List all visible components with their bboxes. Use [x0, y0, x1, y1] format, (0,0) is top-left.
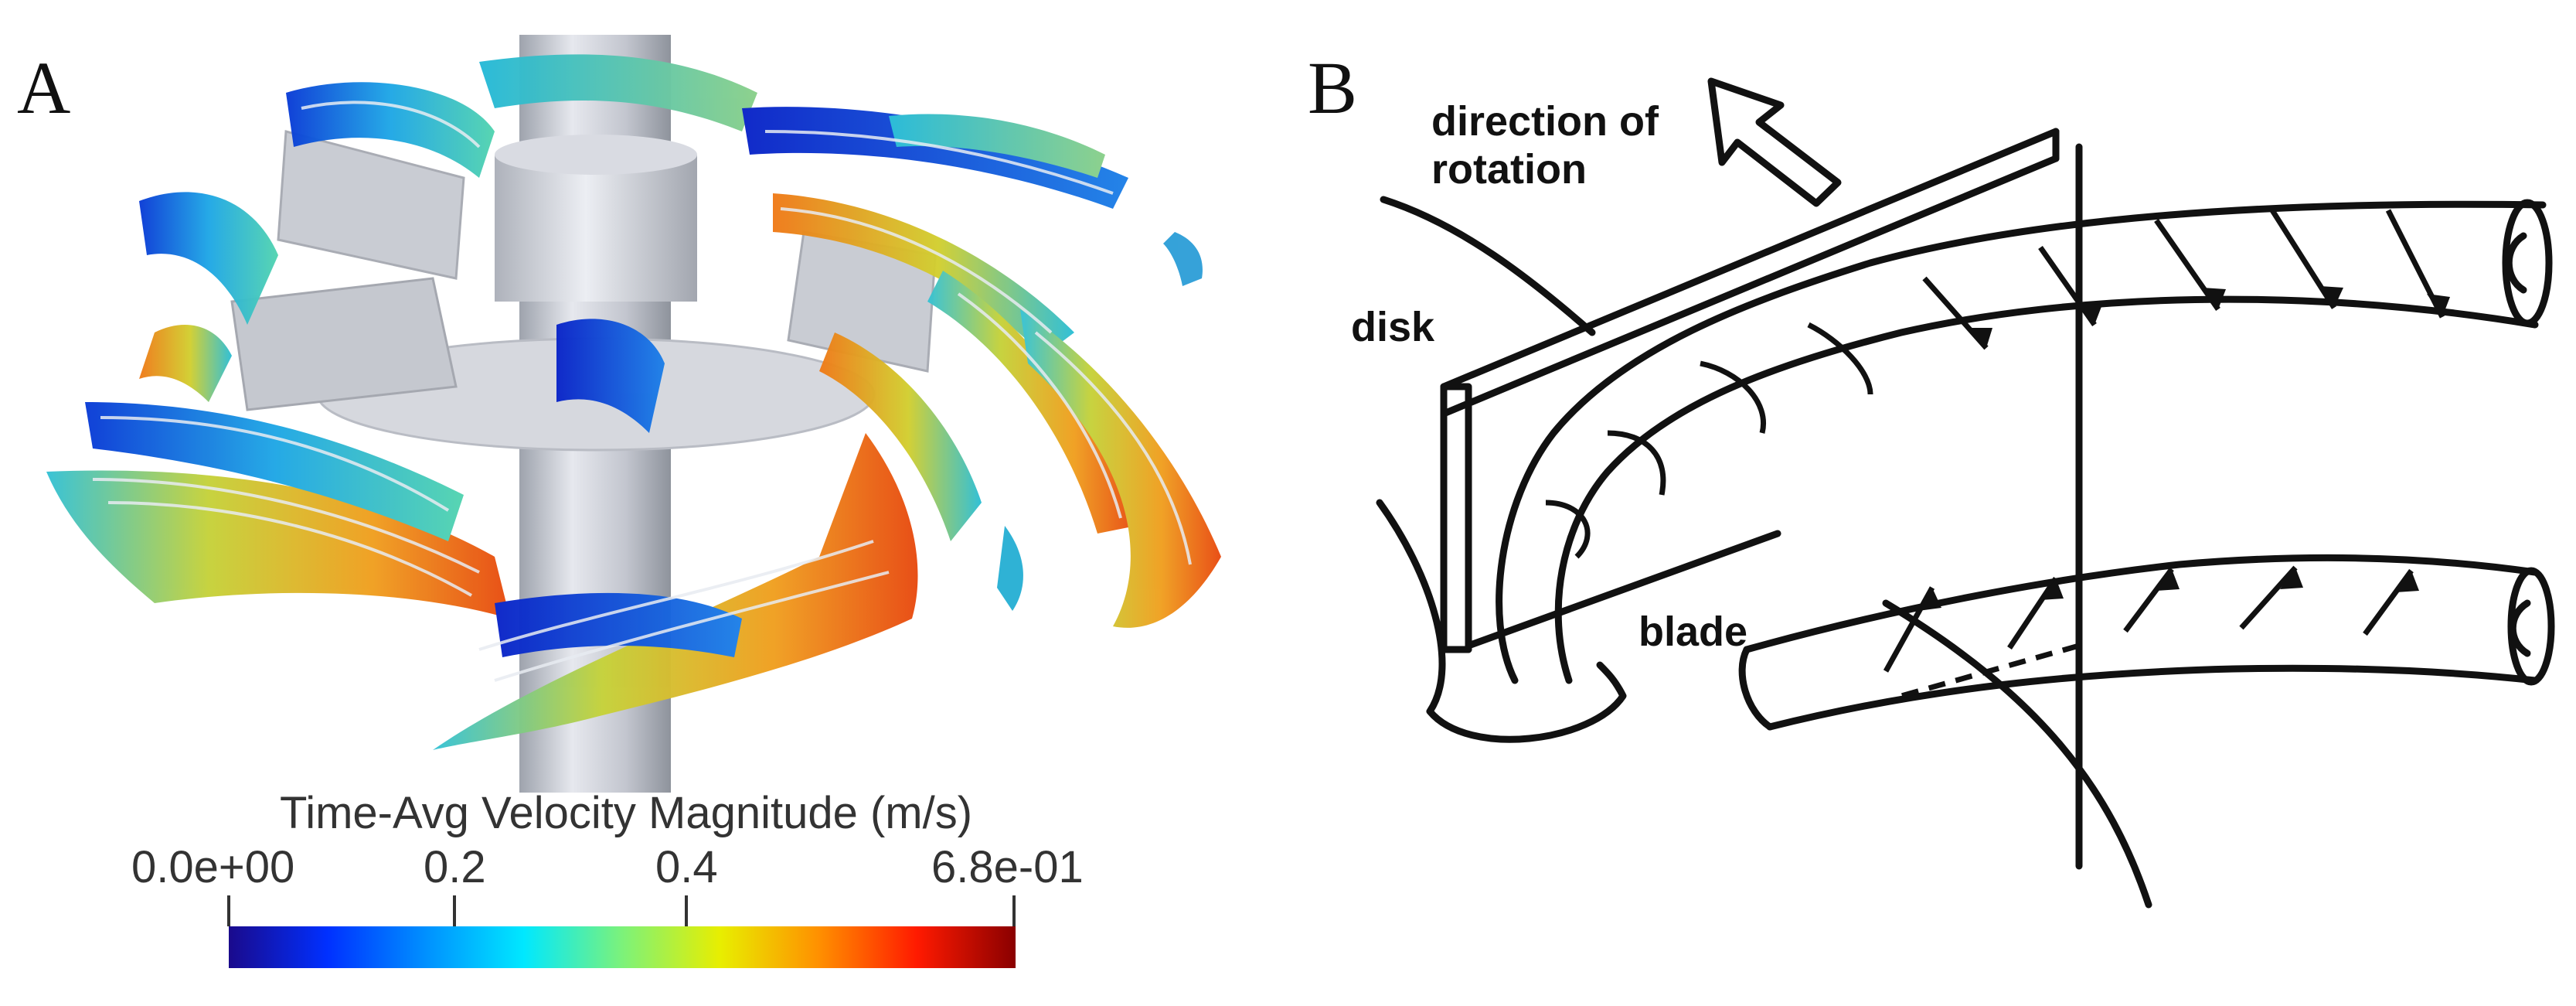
upper-vortex-tube: [1496, 200, 2547, 684]
upper-vortex-tube: [1554, 295, 2539, 684]
colorbar-gradient: [229, 926, 1016, 968]
lower-curve: [1376, 499, 1627, 743]
colorbar-tick-label: 0.4: [655, 842, 718, 892]
panel-b-letter: B: [1308, 46, 1358, 129]
lower-vortex-tube: [1766, 664, 2539, 731]
lower-vortex-tube: [1743, 554, 2539, 653]
streamlines: [92, 101, 1192, 682]
colorbar-title: Time-Avg Velocity Magnitude (m/s): [279, 788, 973, 838]
colorbar-tick-label: 0.2: [424, 842, 486, 892]
colorbar-ticks: [227, 895, 1016, 926]
blade-label: blade: [1638, 609, 1748, 655]
disk-label: disk: [1351, 304, 1435, 350]
blade-plate: [230, 277, 458, 411]
panel-a-letter: A: [17, 46, 71, 129]
impeller-render: [46, 35, 1221, 926]
blade-plate-front: [1440, 383, 1472, 653]
colorbar-tick-label: 6.8e-01: [931, 842, 1084, 892]
swirl-arrowheads: [1918, 286, 2450, 611]
direction-of-rotation-label: direction of rotation: [1431, 98, 1659, 193]
lower-curve: [1882, 599, 2152, 909]
hidden-edge: [1901, 588, 2082, 699]
disk-edge: [1380, 196, 1596, 336]
panel-a-velocity-render: A: [0, 0, 1268, 1006]
hub: [495, 155, 697, 302]
panel-b-vortex-schematic: B: [1268, 0, 2576, 1006]
schematic-drawing: [1376, 77, 2555, 909]
rotation-arrow-icon: [1707, 77, 1842, 207]
blade-plate: [277, 130, 465, 280]
colorbar-tick-label: 0.0e+00: [131, 842, 295, 892]
swirl-arrows: [1545, 209, 2445, 673]
